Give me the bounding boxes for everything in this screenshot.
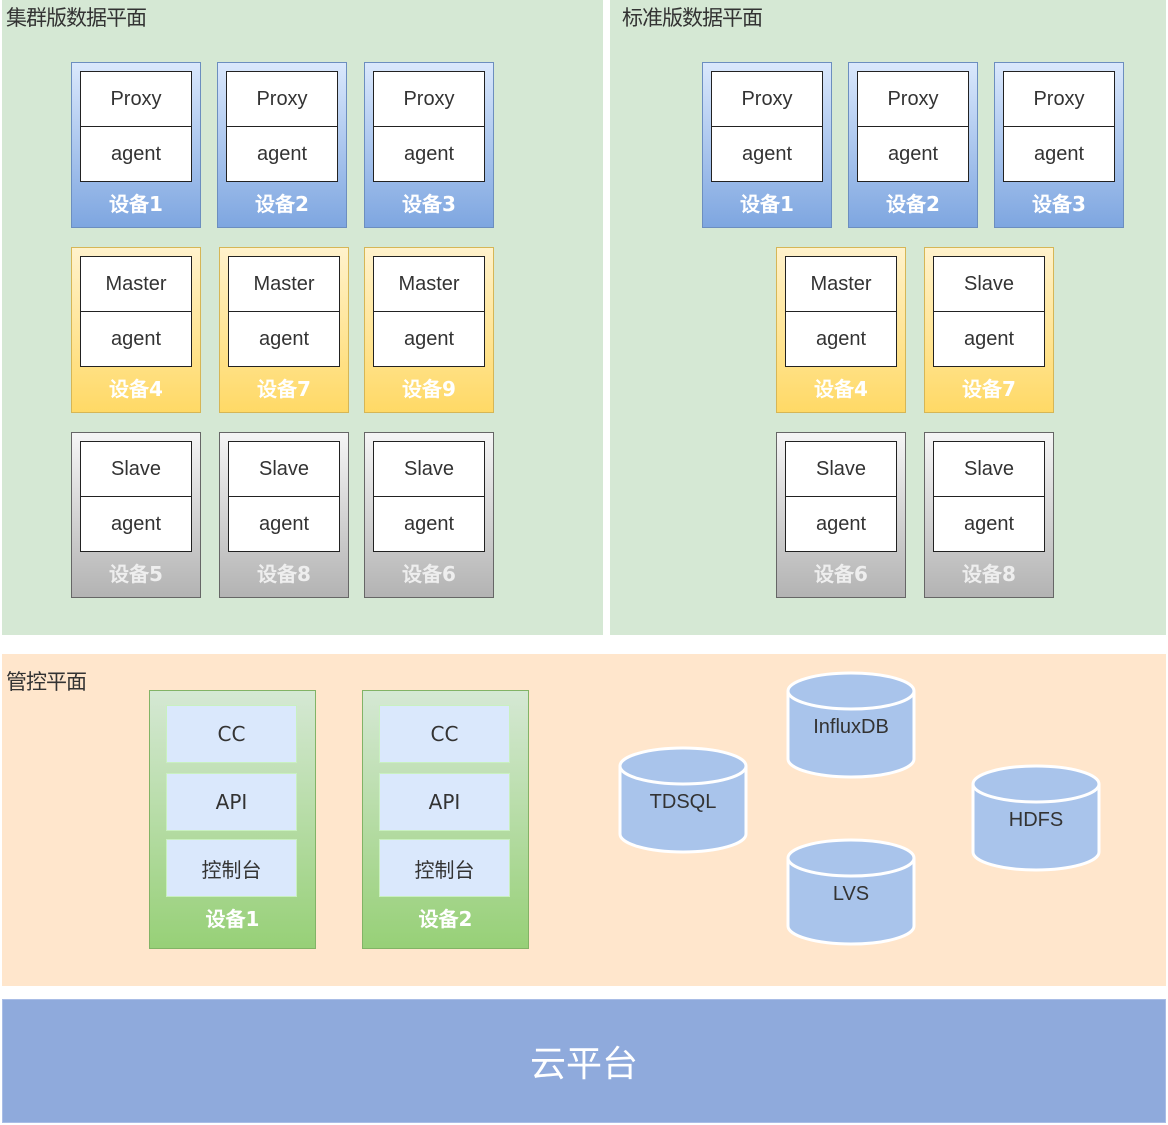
agent-component: agent <box>933 311 1045 367</box>
device-label: 设备1 <box>205 907 260 931</box>
device-label: 设备7 <box>257 377 311 401</box>
proxy-component: Proxy <box>711 71 823 127</box>
device-label: 设备6 <box>814 562 868 586</box>
agent-component: agent <box>228 496 340 552</box>
slave-component: Slave <box>933 256 1045 312</box>
cluster-master-device-7[interactable]: Master agent 设备7 <box>219 247 349 413</box>
cc-component: CC <box>166 705 297 763</box>
slave-component: Slave <box>785 441 897 497</box>
agent-component: agent <box>373 311 485 367</box>
standard-slave-device-7[interactable]: Slave agent 设备7 <box>924 247 1054 413</box>
device-label: 设备2 <box>418 907 473 931</box>
device-label: 设备8 <box>962 562 1016 586</box>
slave-component: Slave <box>933 441 1045 497</box>
standard-proxy-device-1[interactable]: Proxy agent 设备1 <box>702 62 832 228</box>
cluster-master-device-9[interactable]: Master agent 设备9 <box>364 247 494 413</box>
standard-proxy-device-2[interactable]: Proxy agent 设备2 <box>848 62 978 228</box>
agent-component: agent <box>1003 126 1115 182</box>
device-label: 设备2 <box>886 192 940 216</box>
device-label: 设备1 <box>740 192 794 216</box>
cloud-platform-label: 云平台 <box>529 1044 638 1085</box>
control-plane-title: 管控平面 <box>6 670 87 694</box>
cluster-proxy-device-3[interactable]: Proxy agent 设备3 <box>364 62 494 228</box>
device-label: 设备1 <box>109 192 163 216</box>
agent-component: agent <box>373 126 485 182</box>
device-label: 设备4 <box>109 377 163 401</box>
agent-component: agent <box>785 496 897 552</box>
database-label: InfluxDB <box>813 716 889 738</box>
database-cylinder-icon <box>786 671 916 779</box>
master-component: Master <box>785 256 897 312</box>
standard-data-plane-title: 标准版数据平面 <box>622 6 763 30</box>
device-label: 设备6 <box>402 562 456 586</box>
database-cylinder-icon <box>618 746 748 854</box>
tdsql-database[interactable]: TDSQL <box>618 746 748 856</box>
api-component: API <box>379 773 510 831</box>
agent-component: agent <box>373 496 485 552</box>
agent-component: agent <box>785 311 897 367</box>
slave-component: Slave <box>373 441 485 497</box>
device-label: 设备5 <box>109 562 163 586</box>
database-label: LVS <box>832 883 870 905</box>
control-device-1[interactable]: CC API 控制台 设备1 <box>149 690 316 949</box>
api-component: API <box>166 773 297 831</box>
cluster-proxy-device-2[interactable]: Proxy agent 设备2 <box>217 62 347 228</box>
master-component: Master <box>373 256 485 312</box>
agent-component: agent <box>226 126 338 182</box>
influxdb-database[interactable]: InfluxDB <box>786 671 916 781</box>
slave-component: Slave <box>228 441 340 497</box>
device-label: 设备3 <box>402 192 456 216</box>
agent-component: agent <box>857 126 969 182</box>
device-label: 设备2 <box>255 192 309 216</box>
proxy-component: Proxy <box>857 71 969 127</box>
database-cylinder-icon <box>786 838 916 946</box>
database-label: TDSQL <box>649 791 717 813</box>
control-device-2[interactable]: CC API 控制台 设备2 <box>362 690 529 949</box>
database-cylinder-icon <box>971 764 1101 872</box>
proxy-component: Proxy <box>226 71 338 127</box>
standard-master-device-4[interactable]: Master agent 设备4 <box>776 247 906 413</box>
master-component: Master <box>80 256 192 312</box>
database-label: HDFS <box>1008 809 1064 831</box>
cluster-master-device-4[interactable]: Master agent 设备4 <box>71 247 201 413</box>
cluster-slave-device-6[interactable]: Slave agent 设备6 <box>364 432 494 598</box>
agent-component: agent <box>80 496 192 552</box>
device-label: 设备4 <box>814 377 868 401</box>
agent-component: agent <box>711 126 823 182</box>
cluster-data-plane-title: 集群版数据平面 <box>6 6 147 30</box>
master-component: Master <box>228 256 340 312</box>
cc-component: CC <box>379 705 510 763</box>
proxy-component: Proxy <box>373 71 485 127</box>
standard-slave-device-8[interactable]: Slave agent 设备8 <box>924 432 1054 598</box>
device-label: 设备8 <box>257 562 311 586</box>
proxy-component: Proxy <box>80 71 192 127</box>
cluster-proxy-device-1[interactable]: Proxy agent 设备1 <box>71 62 201 228</box>
agent-component: agent <box>933 496 1045 552</box>
proxy-component: Proxy <box>1003 71 1115 127</box>
cloud-platform: 云平台 <box>2 999 1166 1123</box>
cluster-slave-device-5[interactable]: Slave agent 设备5 <box>71 432 201 598</box>
standard-slave-device-6[interactable]: Slave agent 设备6 <box>776 432 906 598</box>
agent-component: agent <box>80 311 192 367</box>
console-component: 控制台 <box>166 839 297 897</box>
cluster-slave-device-8[interactable]: Slave agent 设备8 <box>219 432 349 598</box>
device-label: 设备9 <box>402 377 456 401</box>
agent-component: agent <box>228 311 340 367</box>
agent-component: agent <box>80 126 192 182</box>
console-component: 控制台 <box>379 839 510 897</box>
device-label: 设备3 <box>1032 192 1086 216</box>
device-label: 设备7 <box>962 377 1016 401</box>
slave-component: Slave <box>80 441 192 497</box>
hdfs-database[interactable]: HDFS <box>971 764 1101 874</box>
standard-proxy-device-3[interactable]: Proxy agent 设备3 <box>994 62 1124 228</box>
lvs-database[interactable]: LVS <box>786 838 916 948</box>
